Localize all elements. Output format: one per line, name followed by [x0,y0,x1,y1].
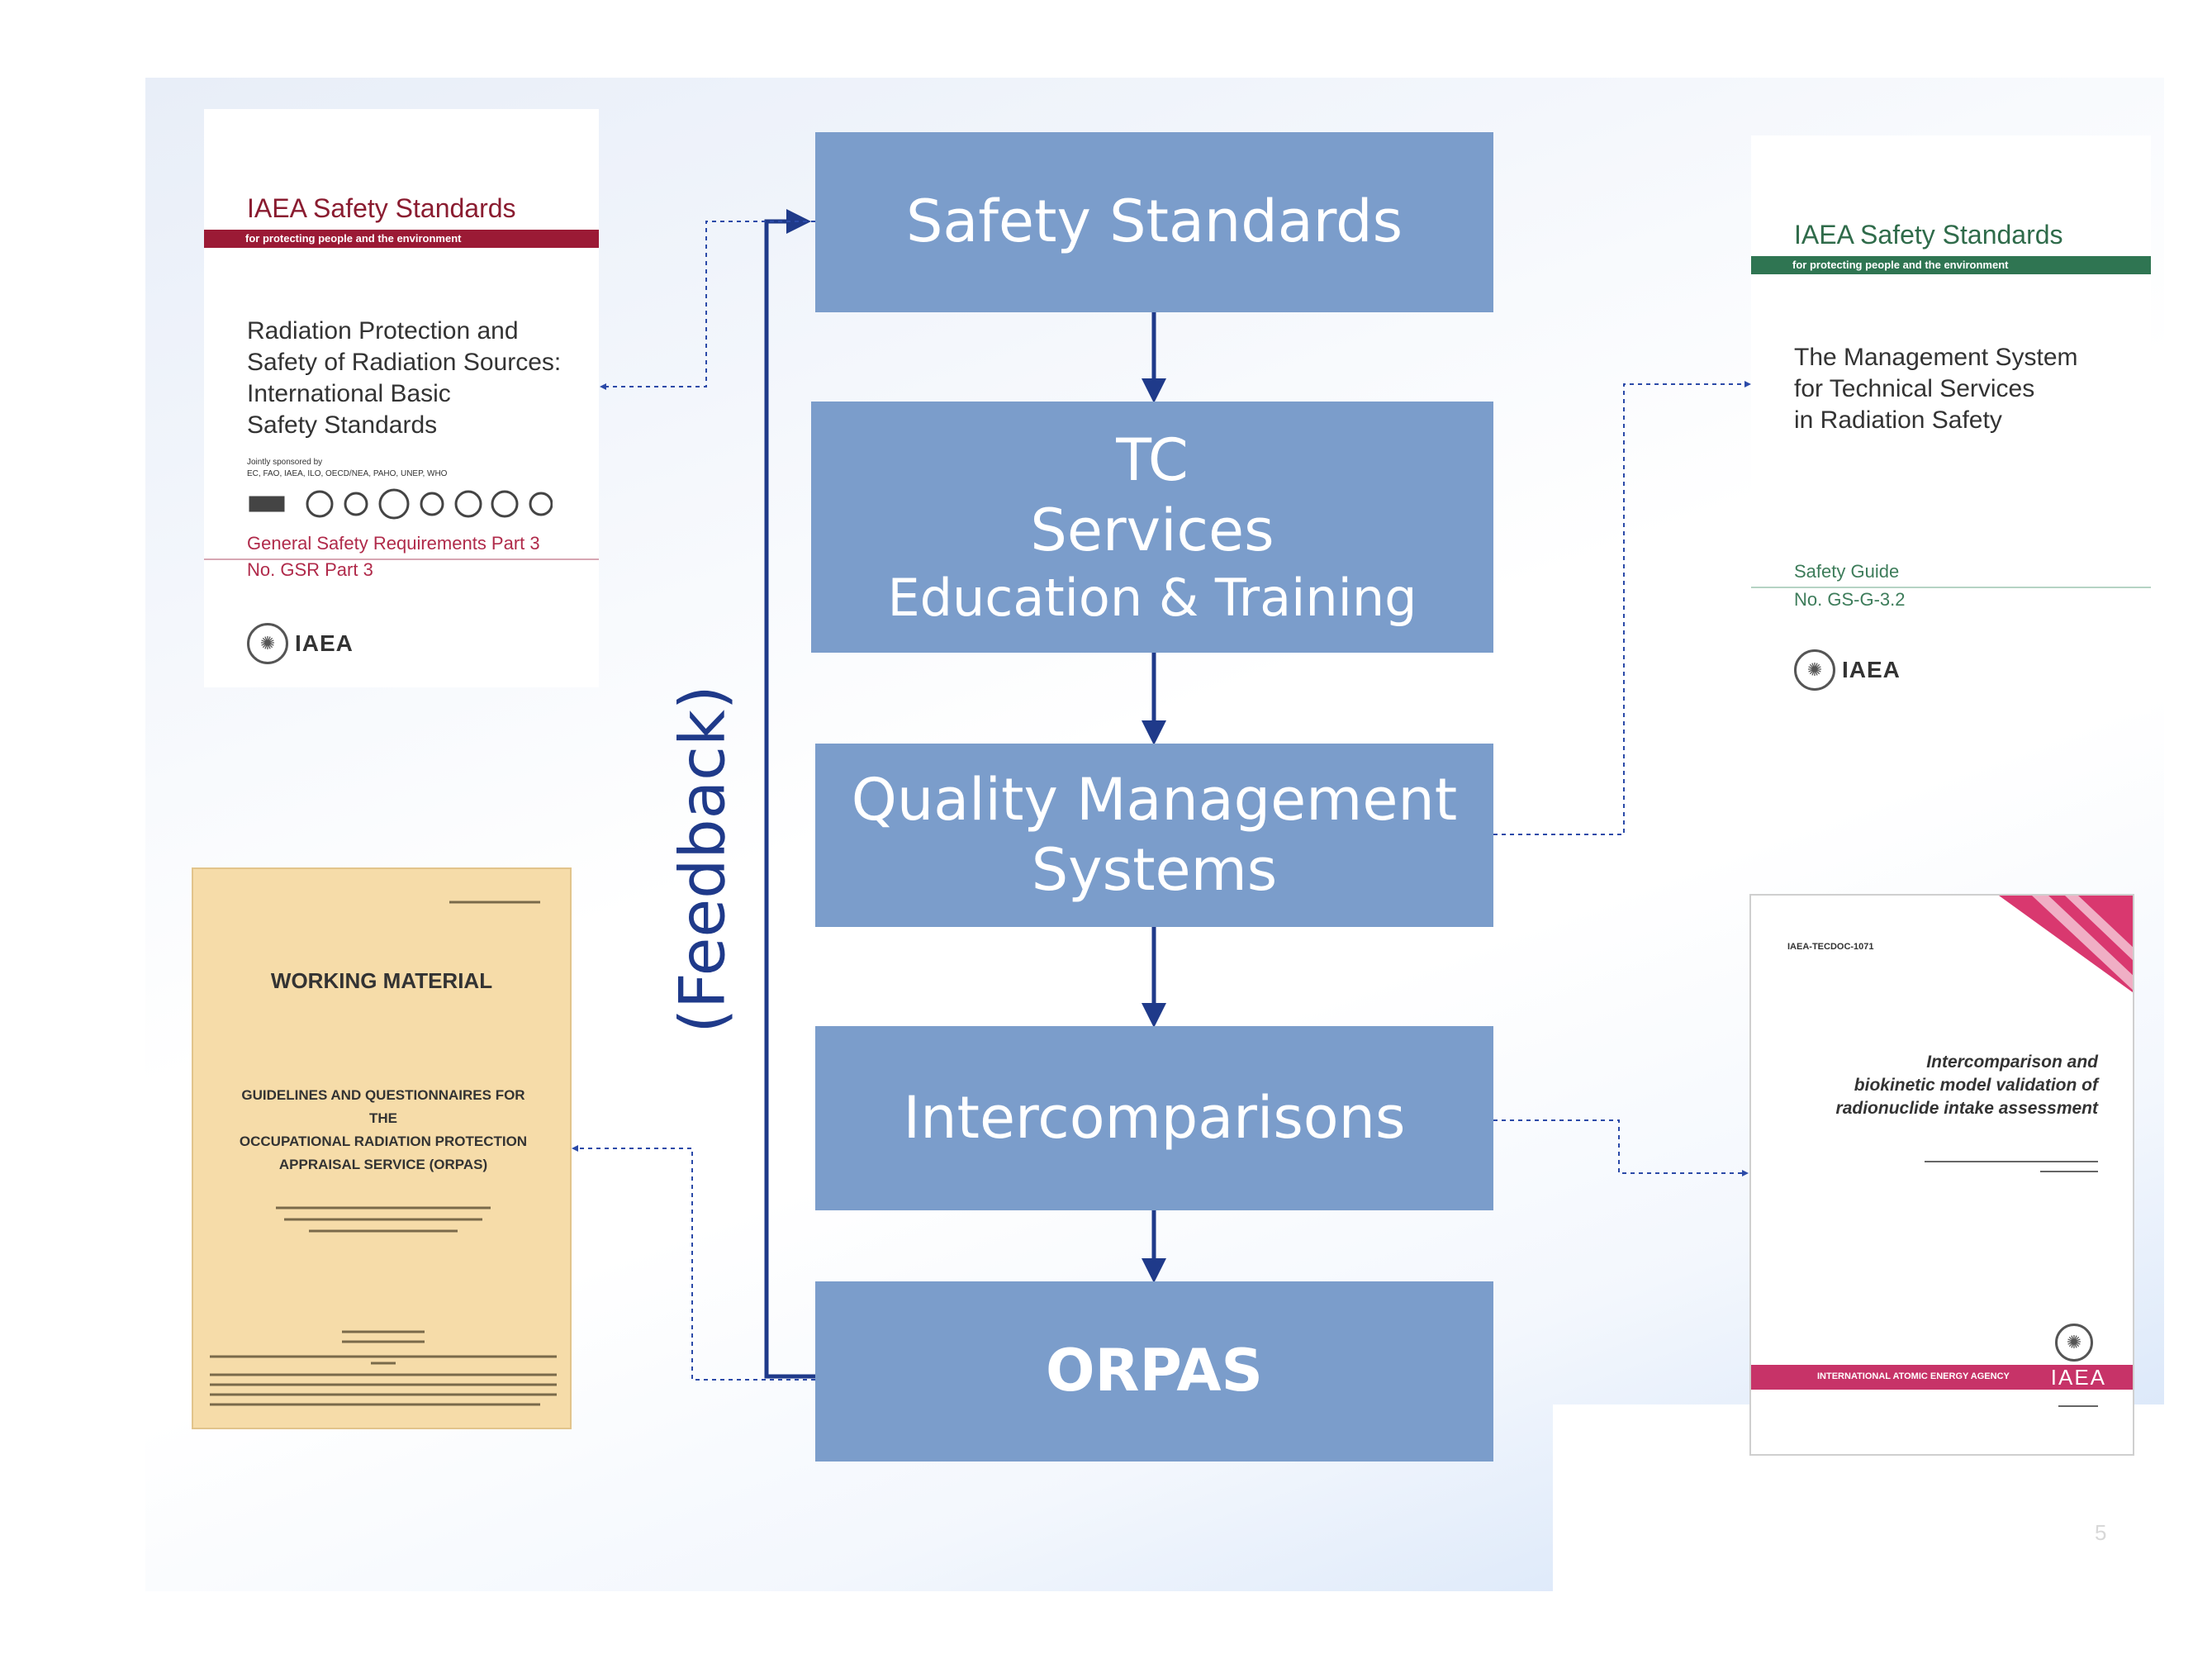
tecdoc-1071-cover: IAEA-TECDOC-1071 Intercomparison and bio… [1749,894,2134,1456]
gs-g-3-2-cover: IAEA Safety Standards for protecting peo… [1751,135,2151,714]
title-line: radionuclide intake assessment [1835,1099,2098,1118]
box-label: TC [1116,425,1189,494]
document-number: No. GSR Part 3 [247,559,373,580]
agency-band: INTERNATIONAL ATOMIC ENERGY AGENCY IAEA [1751,1365,2133,1390]
divider [204,558,599,560]
un-emblem: ✺ [2055,1324,2093,1362]
document-category: Safety Guide [1794,561,1900,582]
subtitle-line: OCCUPATIONAL RADIATION PROTECTION [239,1134,528,1149]
orpas-box: ORPAS [815,1281,1493,1462]
un-emblem-icon: ✺ [2055,1324,2093,1362]
sponsors-list: EC, FAO, IAEA, ILO, OECD/NEA, PAHO, UNEP… [247,469,448,478]
title-line: biokinetic model validation of [1854,1076,2098,1095]
link-intercomparisons-to-tecdoc [1493,1119,1749,1176]
title-line: for Technical Services [1794,375,2035,402]
iaea-logo: ✺ IAEA [247,623,354,664]
series-title: IAEA Safety Standards [1794,220,2063,250]
fine-print [210,901,557,1406]
document-title: WORKING MATERIAL [270,968,493,993]
document-number: No. GS-G-3.2 [1794,589,1906,610]
un-emblem-icon: ✺ [1794,649,1835,691]
series-title: IAEA Safety Standards [247,193,516,223]
gsr-part3-cover: IAEA Safety Standards for protecting peo… [204,109,599,687]
tecdoc-code: IAEA-TECDOC-1071 [1787,942,1874,952]
subtitle-line: APPRAISAL SERVICE (ORPAS) [278,1157,488,1172]
box-label: ORPAS [1046,1337,1263,1405]
page-number: 5 [2095,1520,2107,1545]
feedback-loop-arrow [764,209,815,1379]
box-label: Intercomparisons [903,1083,1406,1152]
document-category: General Safety Requirements Part 3 [247,533,540,554]
orpas-working-material-cover: WORKING MATERIAL GUIDELINES AND QUESTION… [192,867,572,1429]
document-title: Intercomparison and biokinetic model val… [1836,1051,2098,1120]
agency-name: INTERNATIONAL ATOMIC ENERGY AGENCY [1817,1371,2010,1381]
feedback-label: (Feedback) [665,685,739,1034]
title-line: International Basic [247,380,451,407]
title-line: Safety Standards [247,411,438,439]
quality-management-box: Quality Management Systems [815,744,1493,927]
box-label: Education & Training [887,567,1417,628]
document-subtitle: GUIDELINES AND QUESTIONNAIRES FOR THE OC… [226,1084,540,1176]
safety-standards-box: Safety Standards [815,132,1493,312]
subtitle-line: GUIDELINES AND QUESTIONNAIRES FOR THE [241,1087,525,1126]
link-orpas-to-working-material [572,1145,815,1381]
title-line: The Management System [1794,344,2078,371]
box-label: Safety Standards [905,188,1403,256]
title-line: Intercomparison and [1926,1053,2098,1072]
logo-text: IAEA [1842,657,1901,682]
logo-text: IAEA [2050,1365,2106,1390]
fine-print [1925,1161,2098,1407]
iaea-logo: ✺ IAEA [1794,649,1901,691]
title-line: in Radiation Safety [1794,406,2002,434]
box-label: Systems [1031,836,1278,904]
link-safety-standards-to-gsr3 [600,221,815,390]
un-emblem-icon: ✺ [247,623,288,664]
series-subtitle: for protecting people and the environmen… [204,230,599,248]
tc-services-box: TC Services Education & Training [811,402,1493,653]
link-qms-to-gsg32 [1493,381,1751,835]
box-label: Quality Management [851,765,1458,834]
divider [1751,587,2151,588]
document-title: The Management System for Technical Serv… [1794,342,2078,436]
sponsor-logos [249,488,553,520]
document-title: Radiation Protection and Safety of Radia… [247,316,561,441]
title-line: Radiation Protection and [247,317,519,345]
sponsors-label: Jointly sponsored by [247,458,323,467]
logo-text: IAEA [295,630,354,656]
corner-stripes [1999,896,2133,993]
intercomparisons-box: Intercomparisons [815,1026,1493,1210]
series-subtitle: for protecting people and the environmen… [1751,256,2151,274]
title-line: Safety of Radiation Sources: [247,349,562,376]
box-label: Services [1030,497,1275,565]
